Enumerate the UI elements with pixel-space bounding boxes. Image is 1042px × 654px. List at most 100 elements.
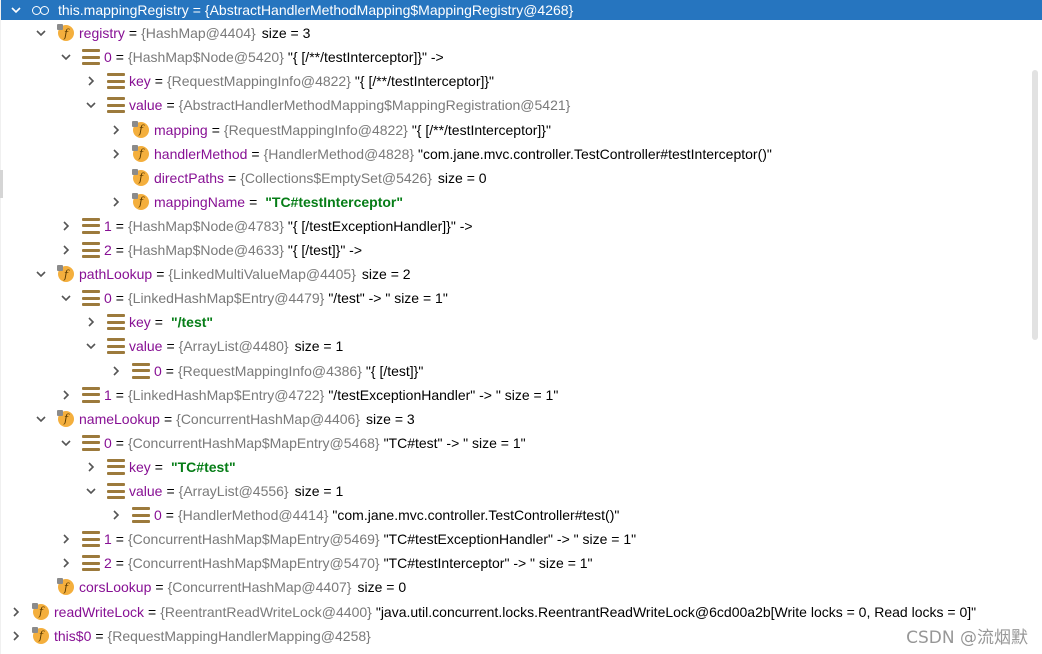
variable-name: readWriteLock [54,603,145,620]
tree-row[interactable]: 0={ConcurrentHashMap$MapEntry@5468}"TC#t… [0,432,1042,454]
chevron-down-icon[interactable] [35,413,47,425]
tree-row[interactable]: 0={HashMap$Node@5420}"{ [/**/testInterce… [0,46,1042,68]
variable-value: "{ [/**/testInterceptor]}" -> [287,49,444,66]
chevron-right-icon[interactable] [10,630,22,642]
arrow-spacer [35,581,47,593]
chevron-right-icon[interactable] [85,461,97,473]
field-icon: f [57,265,75,283]
equals-sign: = [166,97,175,114]
variable-value: "/test" -> " size = 1" [328,290,448,307]
tree-row[interactable]: 2={HashMap$Node@4633}"{ [/test]}" -> [0,239,1042,261]
map-entry-icon [82,531,100,548]
variable-type: {HandlerMethod@4414} [177,507,329,524]
equals-sign: = [163,410,173,427]
tree-row[interactable]: key={RequestMappingInfo@4822}"{ [/**/tes… [0,70,1042,92]
tree-row[interactable]: 1={HashMap$Node@4783}"{ [/testExceptionH… [0,215,1042,237]
equals-sign: = [115,434,124,451]
tree-row[interactable]: 0={HandlerMethod@4414}"com.jane.mvc.cont… [0,504,1042,526]
tree-row[interactable]: value={AbstractHandlerMethodMapping$Mapp… [0,94,1042,116]
vertical-scrollbar[interactable] [1032,70,1038,340]
field-icon: f [32,626,50,645]
map-entry-icon [132,507,150,524]
map-entry-icon [82,386,100,403]
variable-name: this$0 [54,627,92,644]
variable-value: "{ [/testExceptionHandler]}" -> [287,217,473,234]
tree-row[interactable]: key="TC#test" [0,456,1042,478]
tree-row[interactable]: key="/test" [0,311,1042,333]
tree-row[interactable]: this.mappingRegistry={AbstractHandlerMet… [0,0,1042,20]
variable-name: 0 [154,362,162,379]
chevron-right-icon[interactable] [110,148,122,160]
chevron-down-icon[interactable] [35,268,47,280]
chevron-right-icon[interactable] [60,557,72,569]
variable-value: "{ [/**/testInterceptor]}" [354,73,495,90]
equals-sign: = [115,290,124,307]
chevron-down-icon[interactable] [85,99,97,111]
variable-name: corsLookup [79,579,152,596]
chevron-right-icon[interactable] [60,389,72,401]
tree-row[interactable]: 1={LinkedHashMap$Entry@4722}"/testExcept… [0,384,1042,406]
variable-name: key [129,314,151,331]
equals-sign: = [166,338,175,355]
chevron-right-icon[interactable] [85,75,97,87]
map-entry-icon [107,458,125,475]
left-gutter-line [0,0,1,654]
tree-row[interactable]: 0={LinkedHashMap$Entry@4479}"/test" -> "… [0,287,1042,309]
chevron-right-icon[interactable] [110,365,122,377]
chevron-right-icon[interactable] [85,316,97,328]
variable-value: "TC#test" [170,458,236,475]
variable-name: 0 [154,507,162,524]
variable-value: "TC#testExceptionHandler" -> " size = 1" [383,531,637,548]
equals-sign: = [95,627,104,644]
field-icon: f [57,409,75,428]
variable-type: {ArrayList@4556} [178,483,289,499]
equals-sign: = [115,217,124,234]
tree-row[interactable]: value={ArrayList@4480}size = 1 [0,335,1042,357]
variable-type: {RequestMappingInfo@4386} [177,362,362,379]
chevron-right-icon[interactable] [60,533,72,545]
variable-name: 2 [104,242,112,258]
equals-sign: = [128,25,138,42]
chevron-down-icon[interactable] [85,340,97,352]
chevron-right-icon[interactable] [10,606,22,618]
variable-value: "{ [/test]}" [365,362,424,379]
tree-row[interactable]: value={ArrayList@4556}size = 1 [0,480,1042,502]
variable-type: {HashMap@4404} [141,25,256,42]
variable-name: 2 [104,555,112,572]
chevron-right-icon[interactable] [60,220,72,232]
map-entry-icon [82,49,100,66]
field-icon: f [132,192,150,211]
equals-sign: = [154,314,163,331]
tree-row[interactable]: 2={ConcurrentHashMap$MapEntry@5470}"TC#t… [0,552,1042,574]
chevron-right-icon[interactable] [110,509,122,521]
variable-type: {LinkedHashMap$Entry@4479} [127,290,325,307]
tree-row[interactable]: 0={RequestMappingInfo@4386}"{ [/test]}" [0,360,1042,382]
chevron-down-icon[interactable] [85,485,97,497]
chevron-down-icon[interactable] [60,292,72,304]
arrow-spacer [110,172,122,184]
equals-sign: = [154,73,163,90]
variable-type: {RequestMappingHandlerMapping@4258} [107,627,371,644]
variable-name: handlerMethod [154,145,248,162]
chevron-down-icon[interactable] [60,437,72,449]
chevron-right-icon[interactable] [110,196,122,208]
chevron-down-icon[interactable] [60,51,72,63]
tree-row[interactable]: 1={ConcurrentHashMap$MapEntry@5469}"TC#t… [0,528,1042,550]
chevron-down-icon[interactable] [35,27,47,39]
chevron-down-icon[interactable] [10,4,22,16]
variable-name: nameLookup [79,410,160,427]
variable-type: {HandlerMethod@4828} [263,145,415,162]
chevron-right-icon[interactable] [60,244,72,256]
chevron-right-icon[interactable] [110,124,122,136]
equals-sign: = [155,579,164,596]
